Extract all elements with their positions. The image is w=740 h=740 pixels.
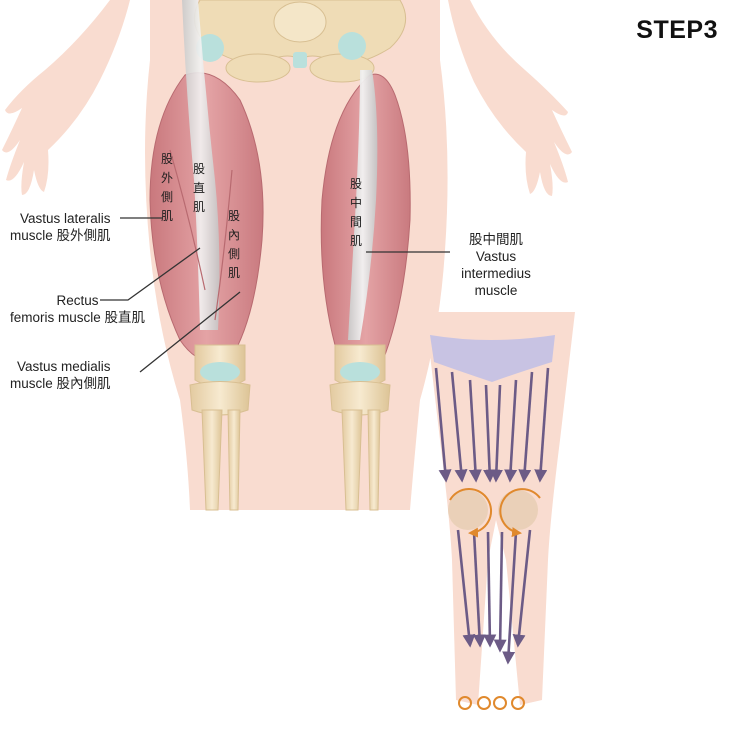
step-label: STEP3 — [636, 16, 718, 44]
vertical-label-medialis: 股內側肌 — [227, 209, 240, 280]
leader-lines — [100, 217, 450, 373]
lower-leg-bones — [189, 344, 391, 511]
vastus-intermedius-line3: muscle — [474, 283, 518, 298]
massage-arrows — [434, 367, 550, 665]
vastus-lateralis-line2: muscle 股外側肌 — [10, 228, 111, 243]
vastus-intermedius-line1: Vastus — [475, 249, 517, 264]
circular-arrows — [449, 488, 541, 710]
vastus-intermedius-zh: 股中間肌 — [469, 232, 523, 247]
vastus-medialis-label: Vastus medialis muscle 股內側肌 — [10, 358, 111, 392]
pelvis-bone — [193, 0, 407, 83]
right-thigh-muscles — [320, 70, 411, 364]
vastus-intermedius-line2: intermedius — [461, 266, 531, 281]
vastus-intermedius-label: 股中間肌 Vastus intermedius muscle — [450, 231, 542, 299]
rectus-femoris-line2: femoris muscle 股直肌 — [10, 310, 146, 325]
rectus-femoris-label: Rectus femoris muscle 股直肌 — [10, 292, 145, 326]
vastus-medialis-line2: muscle 股內側肌 — [10, 376, 111, 391]
left-thigh-muscles — [149, 0, 264, 363]
vertical-label-lateralis: 股外側肌 — [160, 152, 173, 223]
vertical-label-rectus: 股直肌 — [192, 162, 205, 214]
rectus-femoris-line1: Rectus — [56, 293, 99, 308]
vertical-label-intermedius: 股中間肌 — [349, 177, 362, 248]
vastus-lateralis-line1: Vastus lateralis — [19, 211, 111, 226]
vastus-medialis-line1: Vastus medialis — [16, 359, 111, 374]
vastus-lateralis-label: Vastus lateralis muscle 股外側肌 — [10, 210, 111, 244]
